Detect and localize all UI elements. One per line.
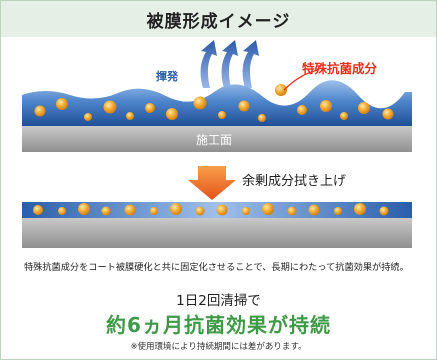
substrate-bottom <box>22 218 412 248</box>
antibacterial-particles-bottom <box>33 203 389 216</box>
cleaning-frequency: 1日2回清掃で <box>176 293 261 309</box>
page-title: 被膜形成イメージ <box>1 1 436 37</box>
footnote: ※使用環境により持続期間には差があります。 <box>130 342 307 352</box>
volatile-arrows <box>200 40 259 88</box>
antibacterial-particles-top <box>34 84 394 122</box>
coating-layer-thick <box>22 80 412 126</box>
surface-label: 施工面 <box>196 133 233 147</box>
substrate-top <box>22 126 412 152</box>
duration-headline: 約6ヵ月抗菌効果が持続 <box>106 313 331 337</box>
wipe-arrow <box>188 166 236 200</box>
wipe-label: 余剰成分拭き上げ <box>242 174 347 189</box>
volatile-arrow-1 <box>200 40 217 88</box>
volatile-label: 揮発 <box>156 70 178 83</box>
volatile-arrow-3 <box>242 40 259 88</box>
volatile-arrow-2 <box>221 40 238 88</box>
agent-pointer <box>283 69 319 91</box>
antibacterial-agent-label: 特殊抗菌成分 <box>302 61 378 76</box>
description-text: 特殊抗菌成分をコート被膜硬化と共に固定化させることで、長期にわたって抗菌効果が持… <box>24 262 409 273</box>
